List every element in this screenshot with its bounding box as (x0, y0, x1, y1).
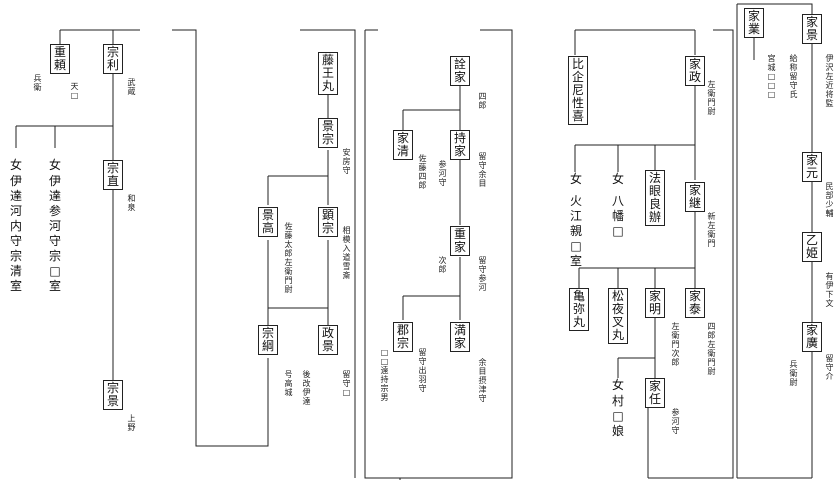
person-munetsuna: 宗綱 (258, 325, 278, 355)
title-iemasa: 左衛門尉 (707, 80, 716, 116)
title-ieyasu: 四郎左衛門尉 (707, 322, 716, 376)
person-shigeyori: 重頼 (50, 44, 70, 74)
note-gunsou: □□遠持宗男 (380, 348, 389, 402)
note-shigeyori: 兵衛 (33, 74, 42, 92)
note-daughter-munekiyo: 伊達河内守宗清室 (9, 174, 22, 293)
title-iehiro: 留守介 (825, 354, 834, 381)
person-ieaki: 家明 (645, 288, 665, 318)
note-munetsuna: 後改伊達 (302, 370, 311, 406)
person-daughter-munea: 女 (48, 158, 61, 172)
person-mitsuie: 満家 (450, 322, 470, 352)
person-iekiyo: 家清 (393, 130, 413, 160)
person-munetoshi: 宗利 (103, 44, 123, 74)
person-munenao: 宗直 (103, 160, 123, 190)
title-kagetaka: 佐藤太郎左衛門尉 (284, 222, 293, 294)
person-masakage: 政景 (318, 325, 338, 355)
person-ieyasu: 家泰 (685, 288, 705, 318)
title-shigeyori: 天□ (70, 82, 79, 100)
person-matsuyashamaru: 松夜叉丸 (608, 288, 628, 344)
title-iekiyo: 佐藤四郎 (418, 154, 427, 190)
title-munekage: 上野 (127, 414, 136, 432)
person-fujiomaru: 藤王丸 (318, 52, 338, 95)
title-iekage: 伊沢左近将監 (825, 54, 834, 108)
person-ieto: 家任 (645, 378, 665, 408)
person-hikinisei: 比企尼性喜 (568, 56, 588, 125)
person-daughter-munekiyo: 女 (9, 158, 22, 172)
note-daughter-hachiman: 八幡□ (611, 194, 624, 238)
title-ieaki: 左衛門次郎 (671, 322, 680, 367)
title-ietsugu: 新左衛門 (707, 212, 716, 248)
person-iemasa: 家政 (685, 56, 705, 86)
title-shigeie: 留守参河 (478, 256, 487, 292)
person-iemoto: 家元 (802, 152, 822, 182)
title-munenao: 和泉 (127, 194, 136, 212)
title-munetsuna: 号高城 (284, 370, 293, 397)
title-mochiie: 留守余目 (478, 152, 487, 188)
title-mitsuie: 余目摂津守 (478, 358, 487, 403)
person-iekage: 家景 (802, 14, 822, 44)
person-shigeie: 重家 (450, 226, 470, 256)
person-daughter-hachiman: 女 (611, 172, 624, 186)
person-mochiie: 持家 (450, 130, 470, 160)
note-mochiie: 参河守 (438, 160, 447, 187)
person-akimune: 顕宗 (318, 207, 338, 237)
note-iehiro: 兵衛尉 (789, 360, 798, 387)
person-hogen-ryoben: 法眼良辦 (645, 170, 665, 226)
title-iemoto: 民部少輔 (825, 182, 834, 218)
person-kamemaru: 亀弥丸 (569, 288, 589, 331)
note-shigeie: 次郎 (438, 256, 447, 274)
person-kagemune: 景宗 (318, 118, 338, 148)
person-ietsugu: 家継 (685, 182, 705, 212)
title-akimune: 相模入道雪斎 (342, 226, 351, 280)
person-kagetaka: 景高 (258, 207, 278, 237)
title-akiie: 四郎 (478, 92, 487, 110)
person-daughter-mura: 女 (611, 378, 624, 392)
note-iekage: 給称留守氏 (789, 54, 798, 99)
title-kagemune: 安房守 (342, 148, 351, 175)
person-daughter-hie: 女 (569, 172, 582, 186)
title-otohime: 有伊下文 (825, 272, 834, 308)
person-akiie: 詮家 (450, 56, 470, 86)
person-ieyuki: 家業 (744, 8, 764, 38)
person-otohime: 乙姫 (802, 232, 822, 262)
title-ieto: 参河守 (671, 408, 680, 435)
title-masakage: 留守□ (342, 370, 351, 397)
person-munekage: 宗景 (103, 380, 123, 410)
person-iehiro: 家廣 (802, 322, 822, 352)
note-daughter-munea: 伊達参河守宗□室 (48, 174, 61, 293)
title-munetoshi: 武蔵 (127, 78, 136, 96)
title-gunsou: 留守出羽守 (418, 348, 427, 393)
note-daughter-mura: 村□娘 (611, 394, 624, 438)
person-gunsou: 郡宗 (393, 322, 413, 352)
note-ieyuki: 宮城□□□ (767, 54, 776, 99)
note-daughter-hie: 火江親□室 (569, 194, 582, 268)
